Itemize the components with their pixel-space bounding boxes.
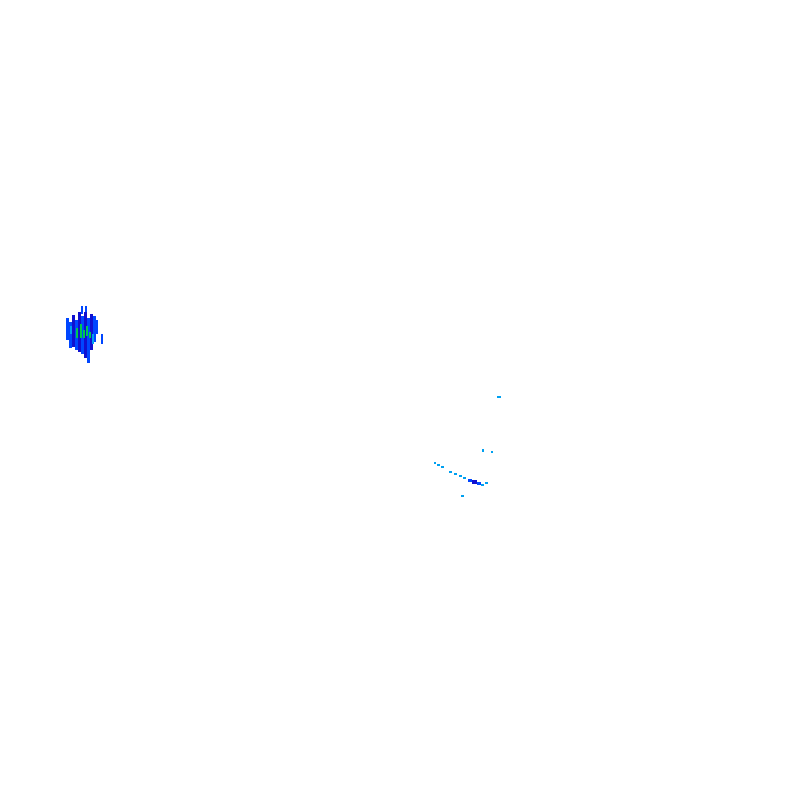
echo-pixel: [93, 316, 96, 342]
echo-pixel: [497, 396, 501, 398]
echo-pixel: [449, 471, 452, 473]
echo-pixel: [92, 334, 94, 344]
echo-pixel: [85, 306, 87, 312]
echo-pixel: [81, 316, 84, 354]
echo-pixel: [96, 320, 98, 334]
western-storm-cell: [66, 306, 103, 363]
echo-pixel: [481, 484, 484, 486]
echo-pixel: [434, 462, 436, 464]
echo-pixel: [472, 480, 477, 484]
echo-pixel: [87, 318, 90, 363]
echo-pixel: [437, 464, 440, 466]
echo-pixel: [69, 322, 72, 348]
echo-core: [80, 324, 82, 338]
echo-pixel: [90, 314, 93, 350]
echo-pixel: [468, 479, 472, 482]
echo-core: [86, 326, 88, 336]
echo-pixel: [66, 318, 69, 340]
echo-pixel: [101, 334, 103, 344]
echo-pixel: [78, 312, 81, 352]
echo-pixel: [72, 315, 75, 347]
eastern-scattered-echoes: [434, 396, 501, 497]
echo-pixel: [84, 312, 87, 358]
echo-pixel: [461, 495, 464, 497]
echo-pixel: [491, 451, 493, 453]
echo-pixel: [70, 326, 72, 334]
echo-pixel: [81, 306, 83, 314]
echo-pixel: [477, 482, 481, 485]
echo-pixel: [485, 482, 488, 484]
echo-core: [76, 328, 78, 338]
echo-core: [83, 330, 85, 338]
echo-pixel: [441, 466, 444, 468]
echo-pixel: [482, 449, 484, 452]
echo-pixel: [459, 475, 462, 477]
echo-core: [89, 332, 91, 338]
echo-pixel: [463, 477, 466, 479]
echo-pixel: [454, 473, 457, 475]
